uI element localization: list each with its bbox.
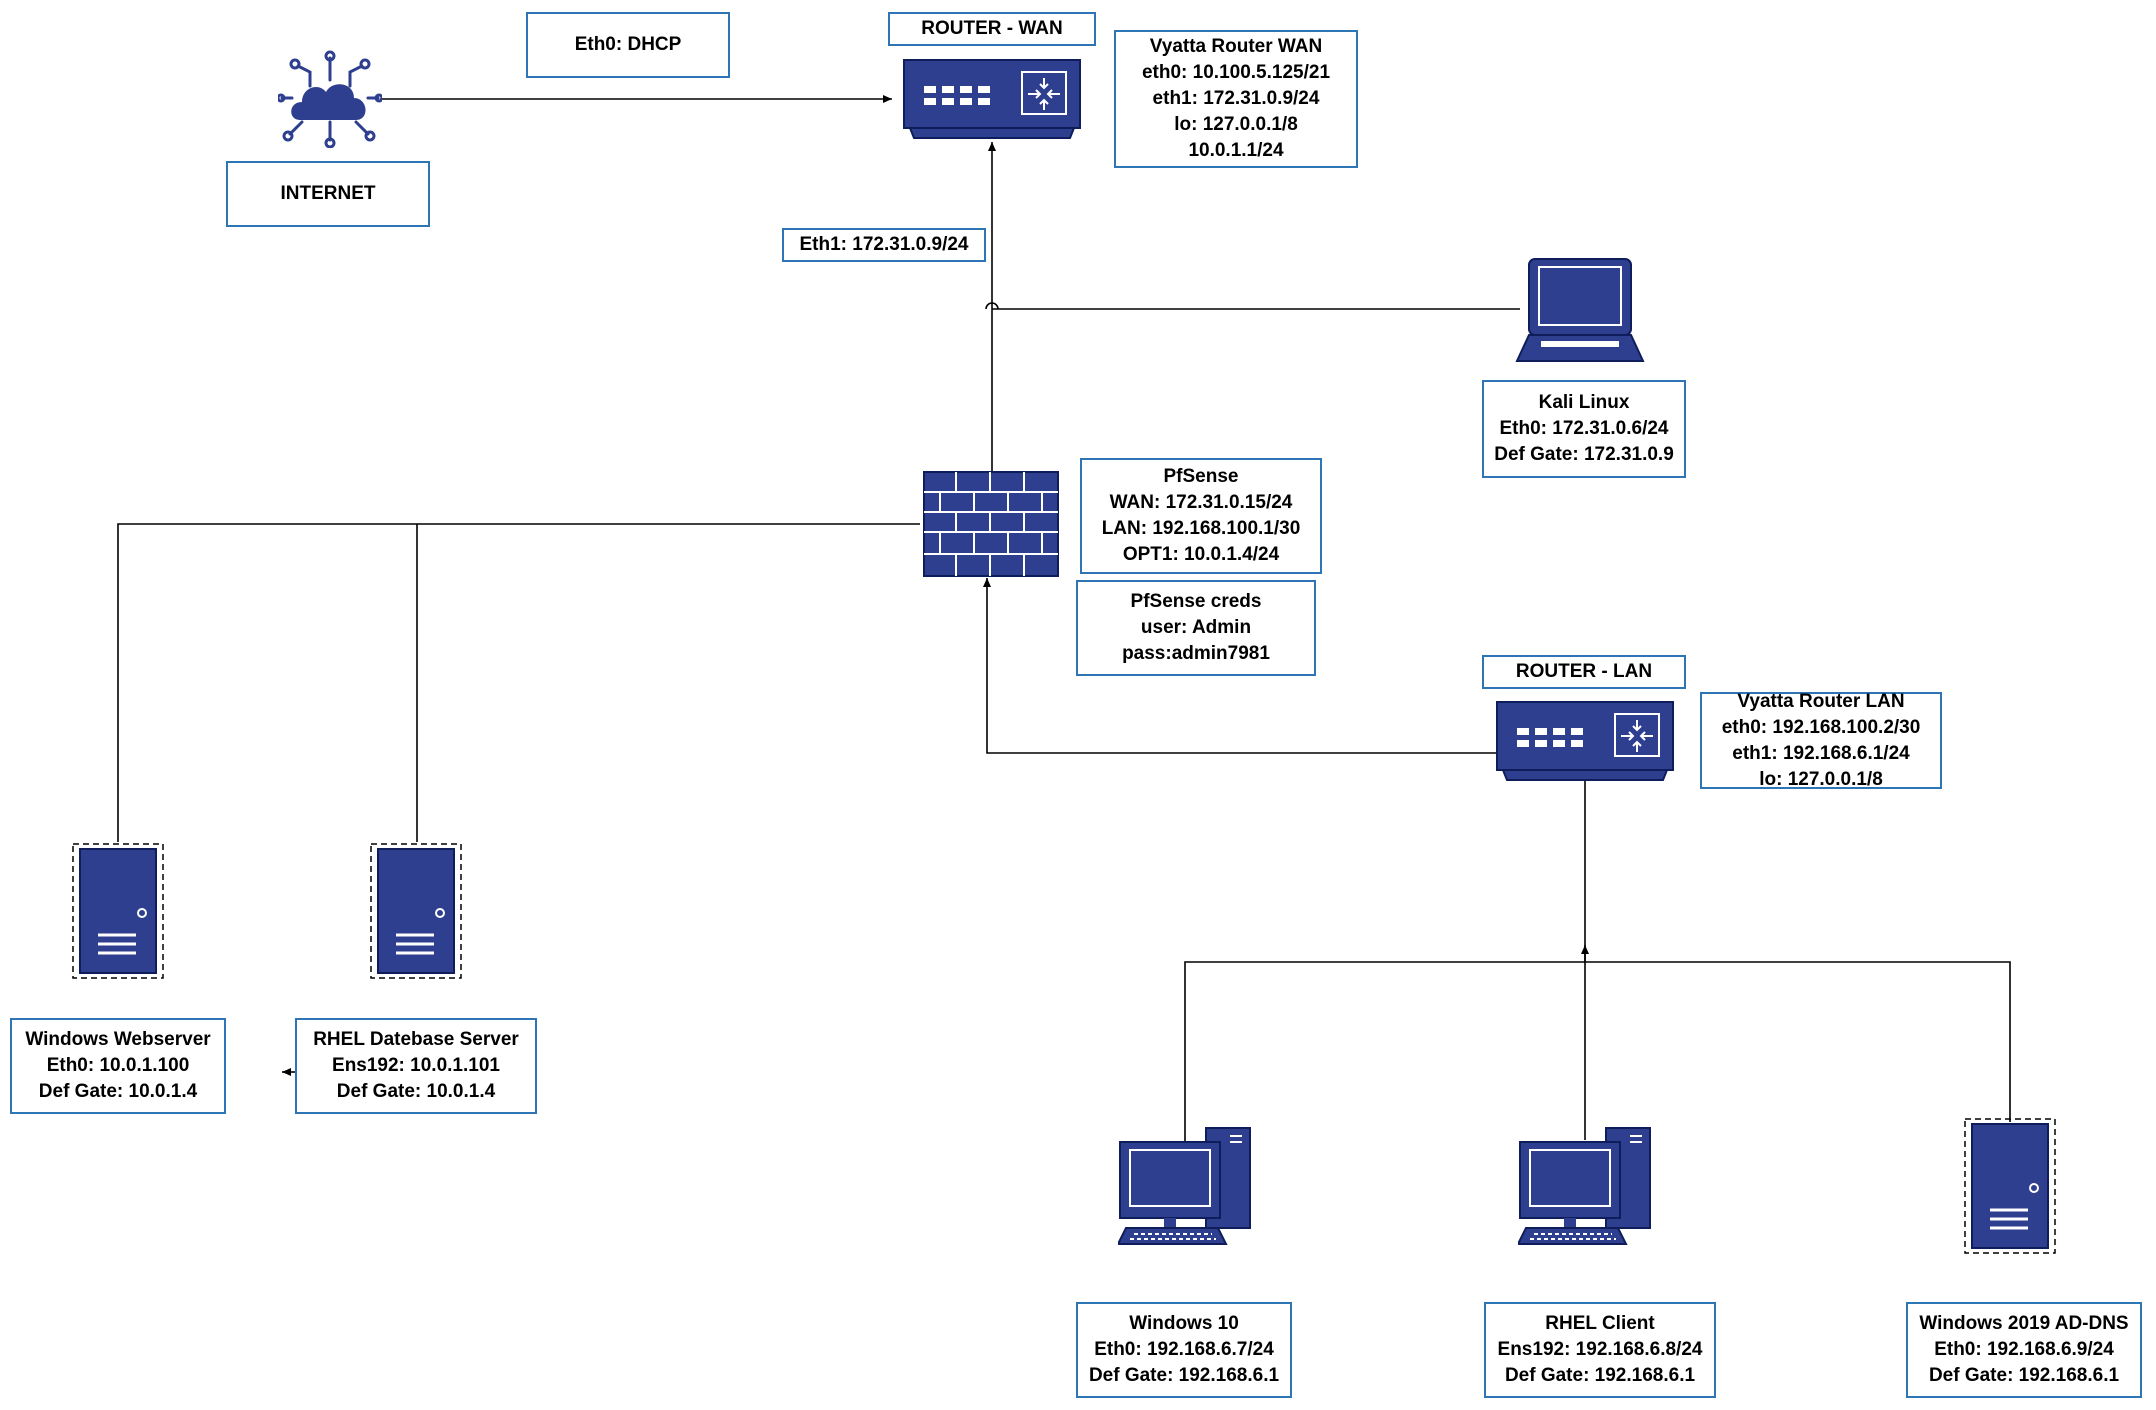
pfsense-creds-label: PfSense creds user: Admin pass:admin7981 xyxy=(1076,580,1316,676)
label-line: Def Gate: 192.168.6.1 xyxy=(1088,1365,1280,1386)
server-icon xyxy=(72,843,164,979)
label-line: Eth0: 192.168.6.9/24 xyxy=(1934,1339,2114,1360)
label-line: Windows 10 xyxy=(1129,1313,1239,1334)
label-line: Eth0: 10.0.1.100 xyxy=(46,1055,190,1076)
firewall-icon xyxy=(923,471,1059,577)
router-wan-title: ROUTER - WAN xyxy=(888,12,1096,46)
label-line: Ens192: 10.0.1.101 xyxy=(332,1055,500,1076)
label-line: INTERNET xyxy=(280,183,376,204)
router-wan-info: Vyatta Router WAN eth0: 10.100.5.125/21 … xyxy=(1114,30,1358,168)
label-line: Kali Linux xyxy=(1538,392,1630,413)
label-line: RHEL Client xyxy=(1545,1313,1655,1334)
pfsense-to-webserver-line xyxy=(117,523,920,842)
windows-webserver-label: Windows Webserver Eth0: 10.0.1.100 Def G… xyxy=(10,1018,226,1114)
label-line: Vyatta Router LAN xyxy=(1737,690,1905,712)
label-line: ROUTER - WAN xyxy=(921,18,1063,39)
router-lan-info: Vyatta Router LAN eth0: 192.168.100.2/30… xyxy=(1700,690,1942,790)
label-line: RHEL Datebase Server xyxy=(313,1029,519,1050)
internet-label: INTERNET xyxy=(226,161,430,227)
label-line: Def Gate: 192.168.6.1 xyxy=(1504,1365,1696,1386)
label-line: WAN: 172.31.0.15/24 xyxy=(1109,492,1293,513)
desktop-computer-icon xyxy=(1118,1127,1251,1245)
label-line: PfSense xyxy=(1163,466,1239,487)
label-line: Eth0: 172.31.0.6/24 xyxy=(1499,418,1669,439)
kali-linux-label: Kali Linux Eth0: 172.31.0.6/24 Def Gate:… xyxy=(1482,380,1686,478)
label-line: Eth1: 172.31.0.9/24 xyxy=(799,234,969,255)
eth0-dhcp-label: Eth0: DHCP xyxy=(526,12,730,78)
label-line: PfSense creds xyxy=(1130,591,1262,612)
label-line: Def Gate: 10.0.1.4 xyxy=(336,1081,496,1102)
eth1-link-label: Eth1: 172.31.0.9/24 xyxy=(782,228,986,262)
label-line: ROUTER - LAN xyxy=(1515,661,1653,682)
label-line: pass:admin7981 xyxy=(1122,643,1270,664)
router-icon xyxy=(1496,701,1674,781)
server-icon xyxy=(370,843,462,979)
label-line: Def Gate: 192.168.6.1 xyxy=(1928,1365,2120,1386)
label-line: eth1: 192.168.6.1/24 xyxy=(1732,742,1910,764)
label-line: eth0: 192.168.100.2/30 xyxy=(1721,716,1921,738)
windows-10-label: Windows 10 Eth0: 192.168.6.7/24 Def Gate… xyxy=(1076,1302,1292,1398)
router-icon xyxy=(903,59,1081,139)
label-line: OPT1: 10.0.1.4/24 xyxy=(1122,544,1280,565)
lan-bus-line xyxy=(1184,961,2011,1146)
router-lan-title: ROUTER - LAN xyxy=(1482,655,1686,689)
link-jump-hop xyxy=(985,302,999,310)
label-line: eth1: 172.31.0.9/24 xyxy=(1152,88,1320,109)
label-line: Eth0: 192.168.6.7/24 xyxy=(1094,1339,1274,1360)
label-line: Vyatta Router WAN xyxy=(1149,36,1323,57)
label-line: user: Admin xyxy=(1140,617,1252,638)
server-icon xyxy=(1964,1118,2056,1254)
label-line: Ens192: 192.168.6.8/24 xyxy=(1497,1339,1703,1360)
label-line: Windows 2019 AD-DNS xyxy=(1919,1313,2129,1334)
label-line: lo: 127.0.0.1/8 xyxy=(1759,768,1883,790)
pfsense-label: PfSense WAN: 172.31.0.15/24 LAN: 192.168… xyxy=(1080,458,1322,574)
label-line: Windows Webserver xyxy=(25,1029,211,1050)
router-lan-to-pfsense-line xyxy=(983,578,1497,754)
windows-2019-ad-dns-label: Windows 2019 AD-DNS Eth0: 192.168.6.9/24… xyxy=(1906,1302,2142,1398)
label-line: eth0: 10.100.5.125/21 xyxy=(1141,62,1331,83)
label-line: Def Gate: 10.0.1.4 xyxy=(38,1081,198,1102)
rhel-client-label: RHEL Client Ens192: 192.168.6.8/24 Def G… xyxy=(1484,1302,1716,1398)
laptop-icon xyxy=(1515,258,1645,362)
desktop-computer-icon xyxy=(1518,1127,1651,1245)
label-line: LAN: 192.168.100.1/30 xyxy=(1101,518,1301,539)
label-line: lo: 127.0.0.1/8 xyxy=(1174,114,1298,135)
label-line: Eth0: DHCP xyxy=(574,34,682,55)
cloud-network-icon xyxy=(278,50,382,148)
rhel-db-server-label: RHEL Datebase Server Ens192: 10.0.1.101 … xyxy=(295,1018,537,1114)
label-line: Def Gate: 172.31.0.9 xyxy=(1494,444,1674,465)
label-line: 10.0.1.1/24 xyxy=(1188,140,1284,161)
